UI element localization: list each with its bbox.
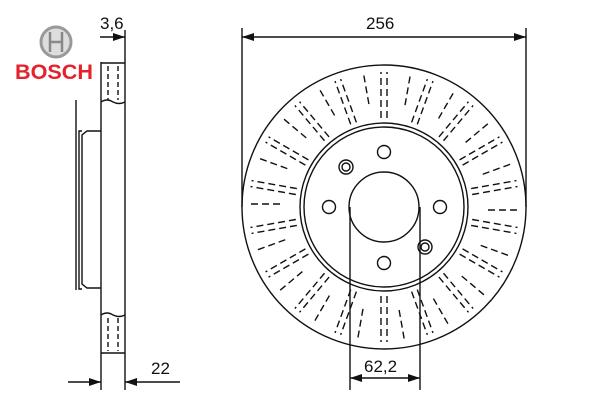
vent-slot bbox=[471, 179, 517, 190]
svg-text:BOSCH: BOSCH bbox=[15, 61, 93, 84]
vent-slot bbox=[298, 276, 330, 313]
vent-slot bbox=[294, 272, 326, 309]
vent-slot bbox=[480, 244, 511, 257]
vent-slot bbox=[410, 78, 429, 123]
bolt-hole bbox=[376, 255, 392, 271]
vent-slot bbox=[265, 141, 306, 166]
vent-slot bbox=[442, 105, 474, 142]
vent-slot bbox=[278, 271, 303, 293]
vent-slot bbox=[334, 80, 352, 125]
bolt-hole bbox=[321, 199, 337, 215]
vent-slot bbox=[313, 295, 331, 323]
vent-slot bbox=[437, 91, 455, 119]
vent-slot bbox=[461, 275, 486, 297]
vent-slot bbox=[462, 248, 503, 273]
center-bore bbox=[348, 171, 420, 243]
vent-slot bbox=[251, 179, 297, 190]
vent-slot bbox=[432, 298, 450, 326]
vent-slot bbox=[339, 291, 358, 336]
vent-slot bbox=[334, 289, 352, 334]
vent-slot bbox=[416, 80, 434, 125]
vent-slot bbox=[298, 101, 330, 138]
vent-slot bbox=[268, 253, 309, 278]
vent-slot bbox=[356, 308, 364, 340]
vent-slot bbox=[257, 157, 288, 170]
vent-slot bbox=[255, 239, 286, 252]
disc-outer-edge bbox=[241, 64, 527, 350]
locator-pin bbox=[338, 159, 354, 175]
vent-slot bbox=[482, 162, 513, 175]
bosch-logo: BOSCH bbox=[15, 25, 93, 84]
vent-slot bbox=[459, 253, 500, 278]
bolt-hole bbox=[376, 144, 392, 160]
thickness-min-label: 3,6 bbox=[100, 14, 124, 33]
vent-slot bbox=[265, 248, 306, 273]
vent-slot bbox=[268, 136, 309, 161]
vent-slot bbox=[339, 78, 358, 123]
thickness-label: 22 bbox=[151, 359, 170, 378]
vent-slot bbox=[442, 272, 474, 309]
bolt-hole bbox=[432, 199, 448, 215]
vent-slot bbox=[438, 276, 470, 313]
vent-slot bbox=[471, 224, 517, 235]
vent-slot bbox=[465, 121, 490, 143]
vent-slot bbox=[472, 185, 518, 196]
vent-slot bbox=[459, 136, 500, 161]
vent-slot bbox=[250, 218, 296, 229]
vent-slot bbox=[294, 105, 326, 142]
vent-slot bbox=[404, 74, 412, 106]
outer-diameter-label: 256 bbox=[366, 14, 394, 33]
vent-slot bbox=[462, 141, 503, 166]
vent-slot bbox=[250, 185, 296, 196]
vent-slot bbox=[398, 309, 406, 341]
front-view bbox=[241, 28, 527, 390]
vent-slot bbox=[438, 101, 470, 138]
vent-slot bbox=[251, 224, 297, 235]
center-bore-label: 62,2 bbox=[364, 357, 397, 376]
vent-slot bbox=[318, 88, 336, 116]
locator-pin bbox=[417, 239, 433, 255]
vent-slot bbox=[472, 218, 518, 229]
vent-slot bbox=[362, 73, 370, 105]
side-view bbox=[75, 30, 126, 390]
vent-slot bbox=[416, 289, 434, 334]
vent-slot bbox=[410, 291, 429, 336]
vent-slot bbox=[282, 117, 307, 139]
